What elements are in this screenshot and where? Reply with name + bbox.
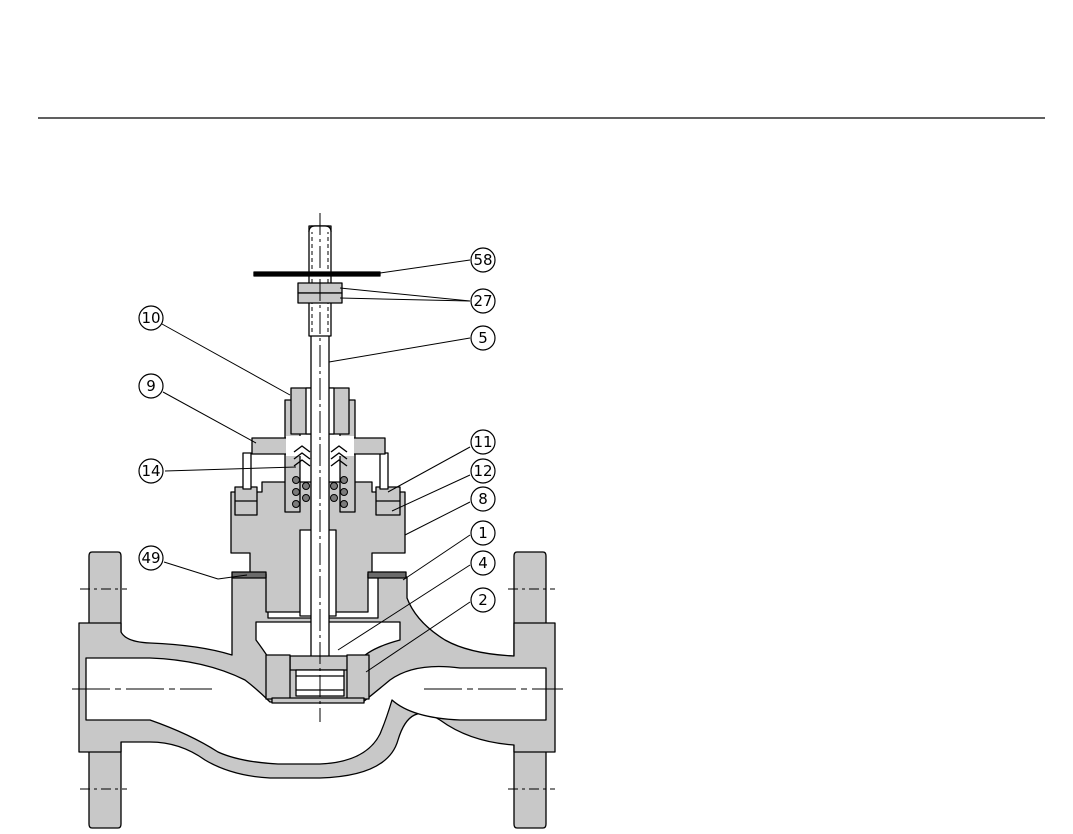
leader-14 [165,467,296,471]
coil-l4 [303,483,310,490]
coil-r5 [331,495,338,502]
callout-label-4: 4 [478,554,488,572]
stud-left [243,453,251,489]
indicator-disc [254,272,380,276]
leader-58 [380,260,470,273]
callout-10: 10 [139,306,163,330]
coil-l1 [293,477,300,484]
callout-label-11: 11 [473,433,492,451]
leader-10 [162,324,290,395]
callout-label-49: 49 [141,549,160,567]
callout-label-27: 27 [473,292,492,310]
callout-14: 14 [139,459,163,483]
leader-5 [329,338,470,362]
callout-label-8: 8 [478,490,488,508]
seat-ring-right [347,655,369,699]
callout-2: 2 [471,588,495,612]
leader-11 [388,447,470,492]
coil-r3 [341,501,348,508]
callout-9: 9 [139,374,163,398]
callout-label-58: 58 [473,251,492,269]
coil-r4 [331,483,338,490]
coil-r2 [341,489,348,496]
leader-1 [403,535,470,580]
callout-12: 12 [471,459,495,483]
callout-27: 27 [471,289,495,313]
leader-49 [164,562,218,579]
callout-label-12: 12 [473,462,492,480]
callout-label-1: 1 [478,524,488,542]
callout-label-10: 10 [141,309,160,327]
callout-4: 4 [471,551,495,575]
callout-label-2: 2 [478,591,488,609]
callout-1: 1 [471,521,495,545]
stud-right [380,453,388,489]
seat-ring-base [272,698,364,703]
leader-9 [163,392,256,443]
callout-49: 49 [139,546,163,570]
callout-58: 58 [471,248,495,272]
callout-label-9: 9 [146,377,156,395]
coil-r1 [341,477,348,484]
callout-label-5: 5 [478,329,488,347]
bonnet-gasket-right [368,572,406,578]
callout-8: 8 [471,487,495,511]
callout-label-14: 14 [141,462,160,480]
coil-l3 [293,501,300,508]
coil-l2 [293,489,300,496]
bonnet-gasket [232,572,266,578]
coil-l5 [303,495,310,502]
callout-11: 11 [471,430,495,454]
leader-8 [405,502,470,535]
callout-5: 5 [471,326,495,350]
seat-ring-left [266,655,290,699]
